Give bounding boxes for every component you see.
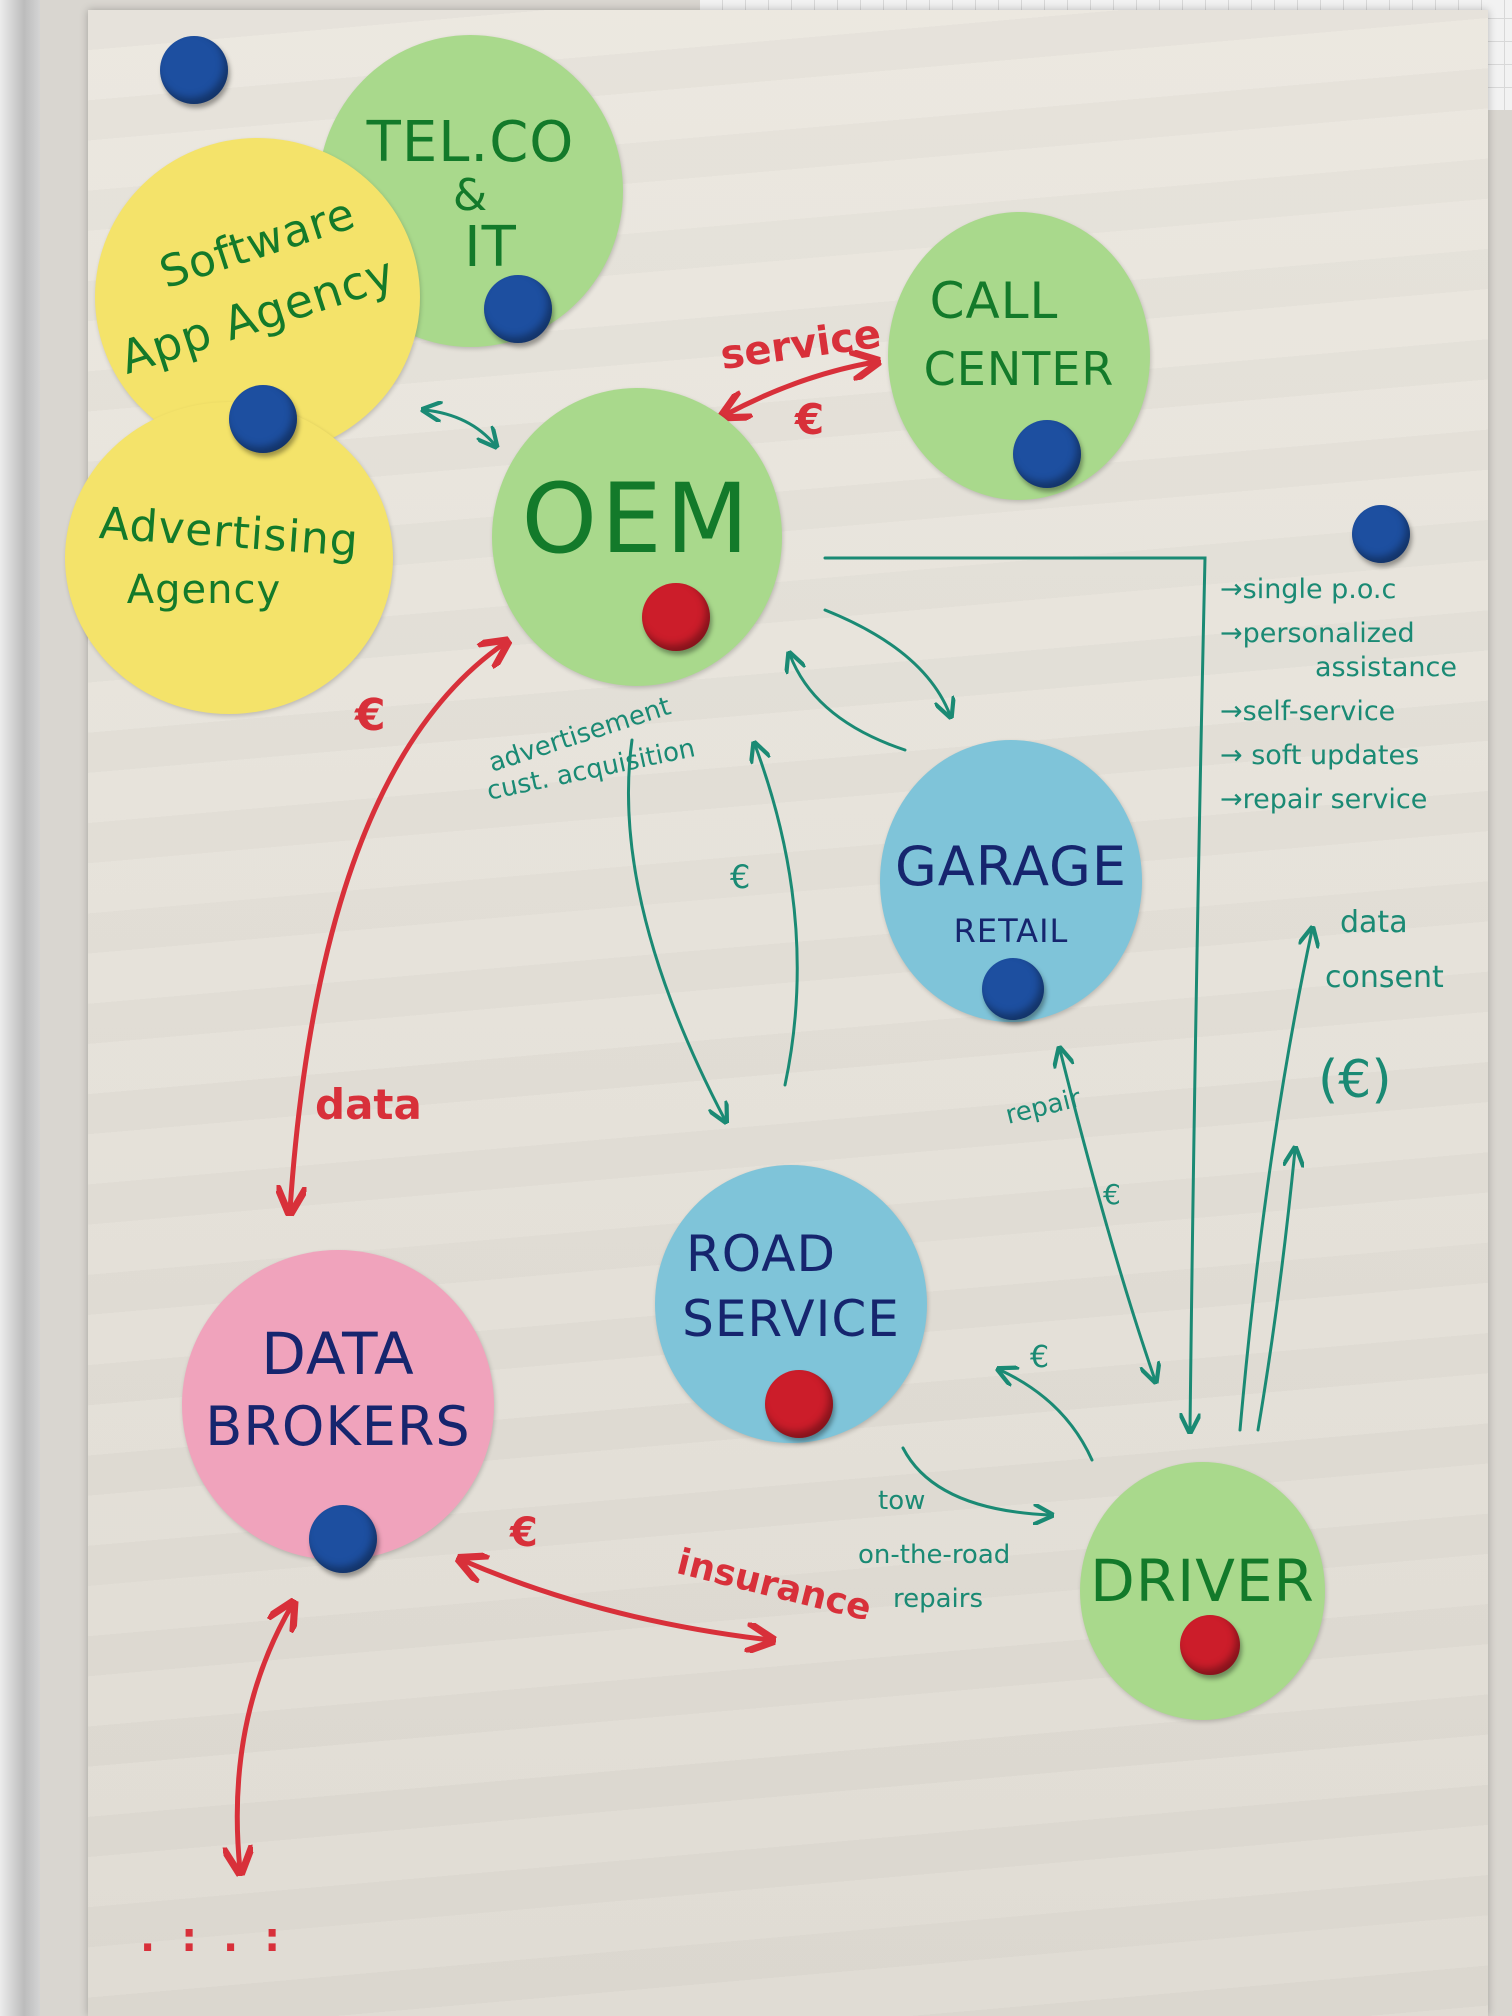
label-euro-garage-driver: €	[1103, 1178, 1121, 1211]
red-magnet	[642, 583, 710, 651]
label-euro-oem-databrokers: €	[355, 690, 386, 741]
arrow-driver-roadservice	[1000, 1370, 1094, 1462]
oem-label: OEM	[521, 463, 753, 575]
label-euro-roadservice-driver: €	[1030, 1340, 1050, 1375]
label-repairs: repairs	[893, 1584, 984, 1614]
node-garage-retail: GARAGE RETAIL	[880, 740, 1142, 1022]
benefit-item: → soft updates	[1220, 740, 1420, 771]
label-data-consent-2: consent	[1325, 960, 1444, 995]
databrokers-label-line2: BROKERS	[205, 1395, 471, 1458]
benefit-item: →self-service	[1220, 696, 1396, 727]
arrow-oem-databrokers	[290, 643, 505, 1210]
whiteboard-frame	[0, 0, 40, 2016]
callcenter-label-line2: CENTER	[923, 342, 1115, 396]
blue-magnet	[229, 385, 297, 453]
driver-benefits-list: →single p.o.c →personalized assistance →…	[1220, 568, 1457, 822]
blue-magnet	[309, 1505, 377, 1573]
label-tow: tow	[878, 1486, 926, 1516]
benefit-item: →repair service	[1220, 784, 1428, 815]
label-euro-consent: (€)	[1318, 1050, 1392, 1110]
node-advertising-agency: Advertising Agency	[65, 402, 393, 714]
arrow-garage-driver	[1060, 1050, 1155, 1380]
databrokers-label-line1: DATA	[261, 1320, 415, 1388]
arrow-driver-dataconsent-1	[1238, 930, 1312, 1432]
benefit-item: assistance	[1315, 652, 1457, 683]
arrow-oem-garage	[823, 608, 950, 715]
red-magnet	[1180, 1615, 1240, 1675]
arrow-oem-callcenter	[725, 362, 875, 415]
advertising-label-line1: Advertising	[97, 497, 361, 568]
blue-magnet	[1013, 420, 1081, 488]
blue-magnet	[1352, 505, 1410, 563]
node-driver: DRIVER	[1080, 1462, 1325, 1720]
arrow-garage-oem	[790, 655, 907, 752]
blue-magnet	[484, 275, 552, 343]
label-on-the-road: on-the-road	[858, 1540, 1011, 1570]
label-euro-insurance: €	[510, 1510, 538, 1556]
arrow-oem-roadservice	[627, 738, 725, 1120]
label-data: data	[315, 1080, 422, 1129]
callcenter-label-line1: CALL	[929, 272, 1059, 330]
garage-label-line2: RETAIL	[953, 912, 1069, 950]
benefit-item: →single p.o.c	[1220, 574, 1397, 605]
arrow-roadservice-oem	[755, 745, 799, 1087]
label-euro-service: €	[795, 395, 825, 444]
node-oem: OEM	[492, 388, 782, 686]
roadservice-label-line2: SERVICE	[682, 1290, 900, 1348]
label-trailing-dots: . : . :	[140, 1915, 287, 1961]
red-magnet	[765, 1370, 833, 1438]
telco-label-line1: TEL.CO	[366, 110, 575, 175]
arrow-software-oem	[425, 410, 495, 445]
label-data-consent-1: data	[1340, 905, 1408, 940]
label-euro-oem-roadservice: €	[730, 858, 751, 896]
arrow-driver-dataconsent-2	[1256, 1150, 1295, 1432]
arrow-databrokers-insurance	[462, 1560, 770, 1640]
telco-label-line3: IT	[464, 215, 517, 280]
benefit-item: →personalized	[1220, 618, 1415, 649]
driver-label: DRIVER	[1090, 1547, 1315, 1615]
advertising-label-line2: Agency	[126, 567, 282, 613]
arrow-roadservice-driver	[901, 1446, 1050, 1515]
arrow-oem-driver	[823, 556, 1207, 1430]
blue-magnet	[982, 958, 1044, 1020]
roadservice-label-line1: ROAD	[686, 1225, 836, 1283]
arrow-databrokers-below	[237, 1605, 292, 1870]
garage-label-line1: GARAGE	[894, 835, 1128, 898]
telco-label-line2: &	[452, 170, 489, 221]
blue-magnet	[160, 36, 228, 104]
